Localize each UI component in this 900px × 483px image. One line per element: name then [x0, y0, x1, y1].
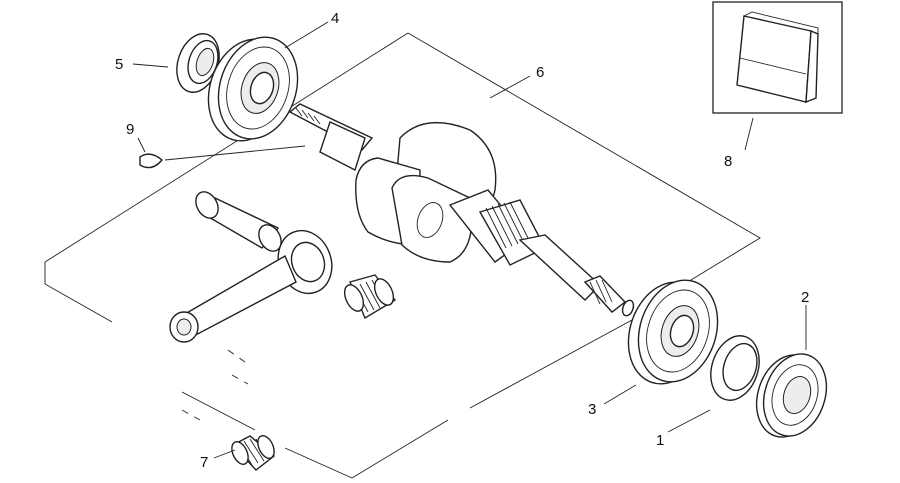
bearing-part-3 [627, 279, 719, 385]
callout-3: 3 [588, 401, 596, 418]
bearing-part-4 [207, 36, 299, 142]
callout-7: 7 [200, 454, 208, 471]
assembly-outline [44, 32, 761, 479]
leader-lines [132, 21, 807, 459]
callout-9: 9 [126, 121, 134, 138]
woodruff-key-part-9 [139, 153, 163, 169]
callout-5: 5 [115, 56, 123, 73]
callout-6: 6 [536, 64, 544, 81]
seal-part-2 [755, 353, 828, 438]
seal-part-5 [176, 33, 220, 93]
ring-part-1 [710, 335, 760, 401]
connecting-rod [169, 229, 333, 343]
manual-booklet-part [712, 1, 843, 114]
piston-pin [195, 191, 282, 252]
crankshaft-part-6 [288, 103, 635, 317]
callout-4: 4 [331, 10, 339, 27]
needle-bearing-big-end [343, 274, 397, 320]
callout-1: 1 [656, 432, 664, 449]
callout-8: 8 [724, 153, 732, 170]
needle-bearing-part-7 [231, 435, 276, 471]
callout-2: 2 [801, 289, 809, 306]
